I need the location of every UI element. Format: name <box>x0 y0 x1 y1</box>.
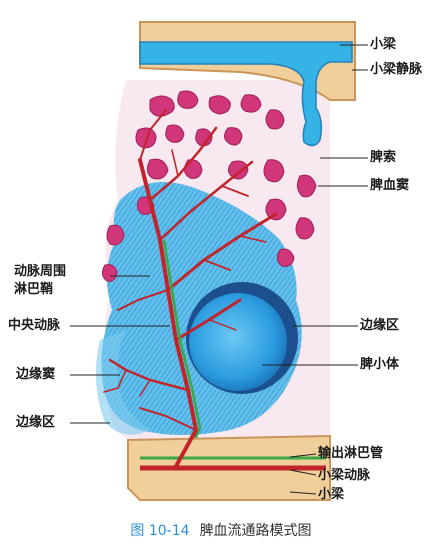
lymphatic-vessel <box>162 239 202 466</box>
splenic-nodule <box>189 293 287 391</box>
label-splenic-cord: 脾索 <box>370 150 397 165</box>
splenic-sinuses <box>101 90 317 282</box>
label-splenic-sinus: 脾血窦 <box>370 178 410 193</box>
caption-title: 脾血流通路模式图 <box>199 523 312 539</box>
label-trabecula-bottom: 小梁 <box>318 487 345 502</box>
label-marginal-zone-left: 边缘区 <box>16 415 56 430</box>
label-trabecular-vein: 小梁静脉 <box>370 62 423 77</box>
arterial-tree <box>103 109 278 472</box>
label-marginal-sinus: 边缘窦 <box>16 367 56 382</box>
caption-number: 图 10-14 <box>130 523 190 539</box>
marginal-sinus-region <box>95 330 150 435</box>
trabecular-artery-entry <box>173 429 198 469</box>
figure-caption: 图 10-14 脾血流通路模式图 <box>0 520 442 540</box>
label-central-artery: 中央动脉 <box>8 318 61 333</box>
label-trabecular-artery: 小梁动脉 <box>318 468 371 483</box>
trabecular-vein <box>139 41 353 147</box>
label-trabecula-top: 小梁 <box>370 37 397 52</box>
label-pals-line1: 动脉周围 <box>14 264 67 279</box>
label-pals-line2: 淋巴鞘 <box>14 282 54 297</box>
leader-lines <box>70 44 368 495</box>
label-splenic-nodule: 脾小体 <box>360 357 400 372</box>
label-efferent-lymphatic: 输出淋巴管 <box>318 446 384 461</box>
label-marginal-zone-right: 边缘区 <box>360 318 400 333</box>
